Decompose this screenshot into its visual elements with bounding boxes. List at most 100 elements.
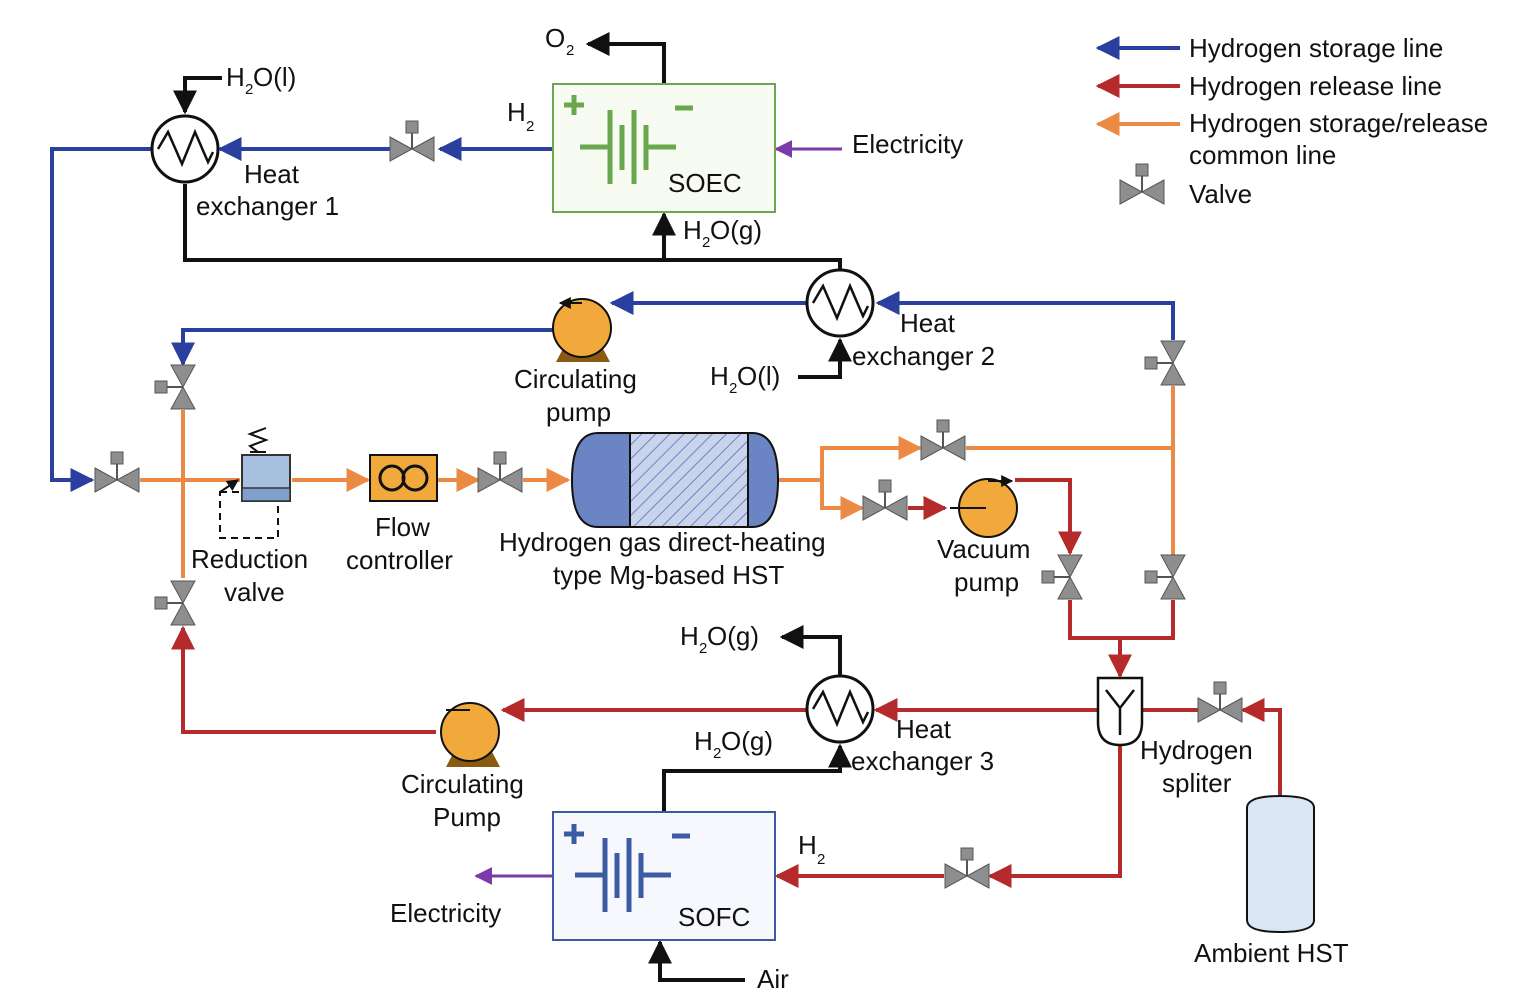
h2o-l-hx1-sub: 2 — [245, 81, 253, 98]
valve-before-hst[interactable] — [477, 451, 523, 493]
chem-h2o-g-out: H 2 O(g) — [680, 621, 759, 657]
valve-hst-top-right[interactable] — [920, 419, 966, 461]
legend-release-label: Hydrogen release line — [1189, 71, 1442, 101]
h2o-g-hx3-main: H — [694, 726, 713, 756]
o2-main: O — [545, 23, 565, 53]
valve-left-lower[interactable] — [154, 580, 196, 626]
h2-sofc-main: H — [798, 830, 817, 860]
h2o-l-hx2-sub: 2 — [729, 380, 737, 397]
line-vac-pump-to-valve — [1015, 478, 1082, 556]
soec-label: SOEC — [668, 168, 742, 198]
electricity-out-label: Electricity — [390, 898, 501, 928]
electric-lines — [474, 140, 842, 885]
circulating-pump-bottom — [440, 702, 500, 767]
line-hst-to-top-right — [778, 436, 923, 482]
vacuum-label-b: pump — [954, 567, 1019, 597]
sofc-battery-icon — [564, 824, 690, 912]
splitter-label-b: spliter — [1162, 768, 1232, 798]
legend-valve-icon — [1119, 163, 1165, 205]
h2-sofc-sub: 2 — [817, 851, 825, 868]
h2o-g-hx3-sub: 2 — [713, 745, 721, 762]
line-right-to-hx2 — [875, 291, 1175, 340]
valve-vacuum-inlet[interactable] — [862, 479, 908, 521]
line-sofc-to-hx3 — [662, 743, 852, 812]
hx1-label-b: exchanger 1 — [196, 191, 339, 221]
chem-h2-soec: H 2 — [507, 97, 534, 135]
line-pump-to-left-valve — [171, 328, 560, 367]
valve-sofc-h2[interactable] — [944, 847, 990, 889]
legend-common-label-1: Hydrogen storage/release — [1189, 108, 1488, 138]
valve-soec-h2[interactable] — [389, 120, 435, 162]
pump-bot-label-a: Circulating — [401, 769, 524, 799]
line-ambient-to-valve — [1240, 698, 1282, 798]
black-lines — [173, 32, 852, 982]
vacuum-pump — [950, 475, 1018, 538]
valve-ambient[interactable] — [1197, 681, 1243, 723]
line-hx2-to-soec — [652, 211, 842, 272]
chem-h2-sofc: H 2 — [798, 830, 825, 868]
hx1-label-a: Heat — [244, 159, 300, 189]
hx2-label-a: Heat — [900, 308, 956, 338]
valve-left-upper[interactable] — [154, 364, 196, 410]
flow-label-a: Flow — [375, 512, 430, 542]
h2o-g-out-rest: O(g) — [707, 621, 759, 651]
pump-top-label-b: pump — [546, 397, 611, 427]
h2-soec-main: H — [507, 97, 526, 127]
flow-label-b: controller — [346, 545, 453, 575]
heat-exchanger-3 — [805, 674, 875, 744]
h2o-g-soec-sub: 2 — [702, 234, 710, 251]
heat-exchanger-1 — [150, 114, 220, 184]
hx2-label-b: exchanger 2 — [852, 341, 995, 371]
chem-h2o-l-hx2: H 2 O(l) — [710, 361, 780, 397]
line-air-to-sofc — [648, 939, 745, 982]
ambient-label: Ambient HST — [1194, 938, 1349, 968]
legend-common-label-2: common line — [1189, 140, 1336, 170]
circulating-pump-top — [552, 297, 612, 362]
electricity-in-label: Electricity — [852, 129, 963, 159]
pump-bot-label-b: Pump — [433, 802, 501, 832]
line-h2o-into-hx1 — [173, 76, 222, 115]
soec-unit: SOEC — [552, 83, 776, 213]
common-lines — [140, 386, 1175, 578]
h2o-g-out-sub: 2 — [699, 640, 707, 657]
h2o-l-hx2-main: H — [710, 361, 729, 391]
hx3-label-a: Heat — [896, 714, 952, 744]
chem-h2o-g-hx3: H 2 O(g) — [694, 726, 773, 762]
line-right-valves-merge — [1068, 600, 1175, 640]
hst-label-b: type Mg-based HST — [553, 560, 784, 590]
h2o-l-hx1-main: H — [226, 62, 245, 92]
ambient-tank — [1246, 794, 1315, 934]
h2-soec-sub: 2 — [526, 118, 534, 135]
h2o-g-hx3-rest: O(g) — [721, 726, 773, 756]
reduction-label-a: Reduction — [191, 544, 308, 574]
air-label: Air — [757, 964, 789, 994]
reduction-valve — [219, 427, 291, 539]
valve-vacuum-outlet[interactable] — [1041, 554, 1083, 600]
h2o-l-hx2-rest: O(l) — [737, 361, 780, 391]
h2o-g-out-main: H — [680, 621, 699, 651]
h2o-g-soec-rest: O(g) — [710, 215, 762, 245]
legend-storage-label: Hydrogen storage line — [1189, 33, 1443, 63]
splitter-label-a: Hydrogen — [1140, 735, 1253, 765]
h2o-g-soec-main: H — [683, 215, 702, 245]
valve-right-lower[interactable] — [1144, 554, 1186, 600]
line-hst-to-vac-valve — [820, 480, 865, 520]
soec-battery-icon — [564, 95, 693, 184]
flow-controller — [369, 454, 438, 502]
pump-top-label-a: Circulating — [514, 364, 637, 394]
line-hx3-to-out — [779, 625, 842, 675]
chem-h2o-l-hx1: H 2 O(l) — [226, 62, 296, 98]
line-splitter-to-sofc-valve — [987, 742, 1122, 888]
h2o-l-hx1-rest: O(l) — [253, 62, 296, 92]
line-hx1-to-left — [50, 147, 152, 492]
line-hx1-down — [183, 184, 664, 262]
sofc-label: SOFC — [678, 902, 750, 932]
legend-valve-label: Valve — [1189, 179, 1252, 209]
hx3-label-b: exchanger 3 — [851, 746, 994, 776]
valve-right-upper[interactable] — [1144, 340, 1186, 386]
valve-left-inlet[interactable] — [94, 451, 140, 493]
o2-sub: 2 — [566, 42, 574, 59]
hydrogen-splitter — [1096, 676, 1144, 747]
reduction-label-b: valve — [224, 577, 285, 607]
vacuum-label-a: Vacuum — [937, 534, 1030, 564]
